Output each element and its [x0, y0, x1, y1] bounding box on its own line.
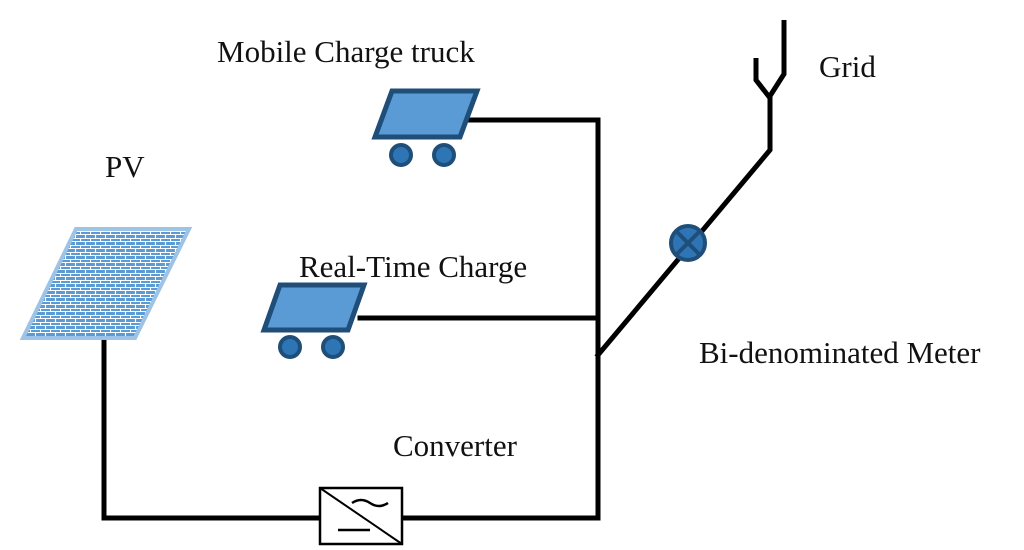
converter-label: Converter: [393, 428, 518, 463]
pv-panel-icon: [19, 227, 193, 340]
meter-icon: [669, 224, 707, 262]
wire-main-bus: [467, 117, 601, 521]
wire-pv-down: [101, 329, 323, 521]
mobile-truck-icon: [371, 88, 481, 167]
converter-icon: [318, 486, 404, 546]
real-time-vehicle-icon: [260, 282, 368, 359]
grid-label: Grid: [819, 49, 876, 84]
mobile-truck-label: Mobile Charge truck: [217, 34, 475, 69]
pv-label: PV: [105, 149, 145, 184]
real-time-label: Real-Time Charge: [299, 249, 527, 284]
wire-to-grid: [594, 93, 773, 359]
meter-label: Bi-denominated Meter: [699, 335, 981, 370]
wires: [101, 93, 773, 521]
grid-switch-icon: [753, 20, 787, 100]
